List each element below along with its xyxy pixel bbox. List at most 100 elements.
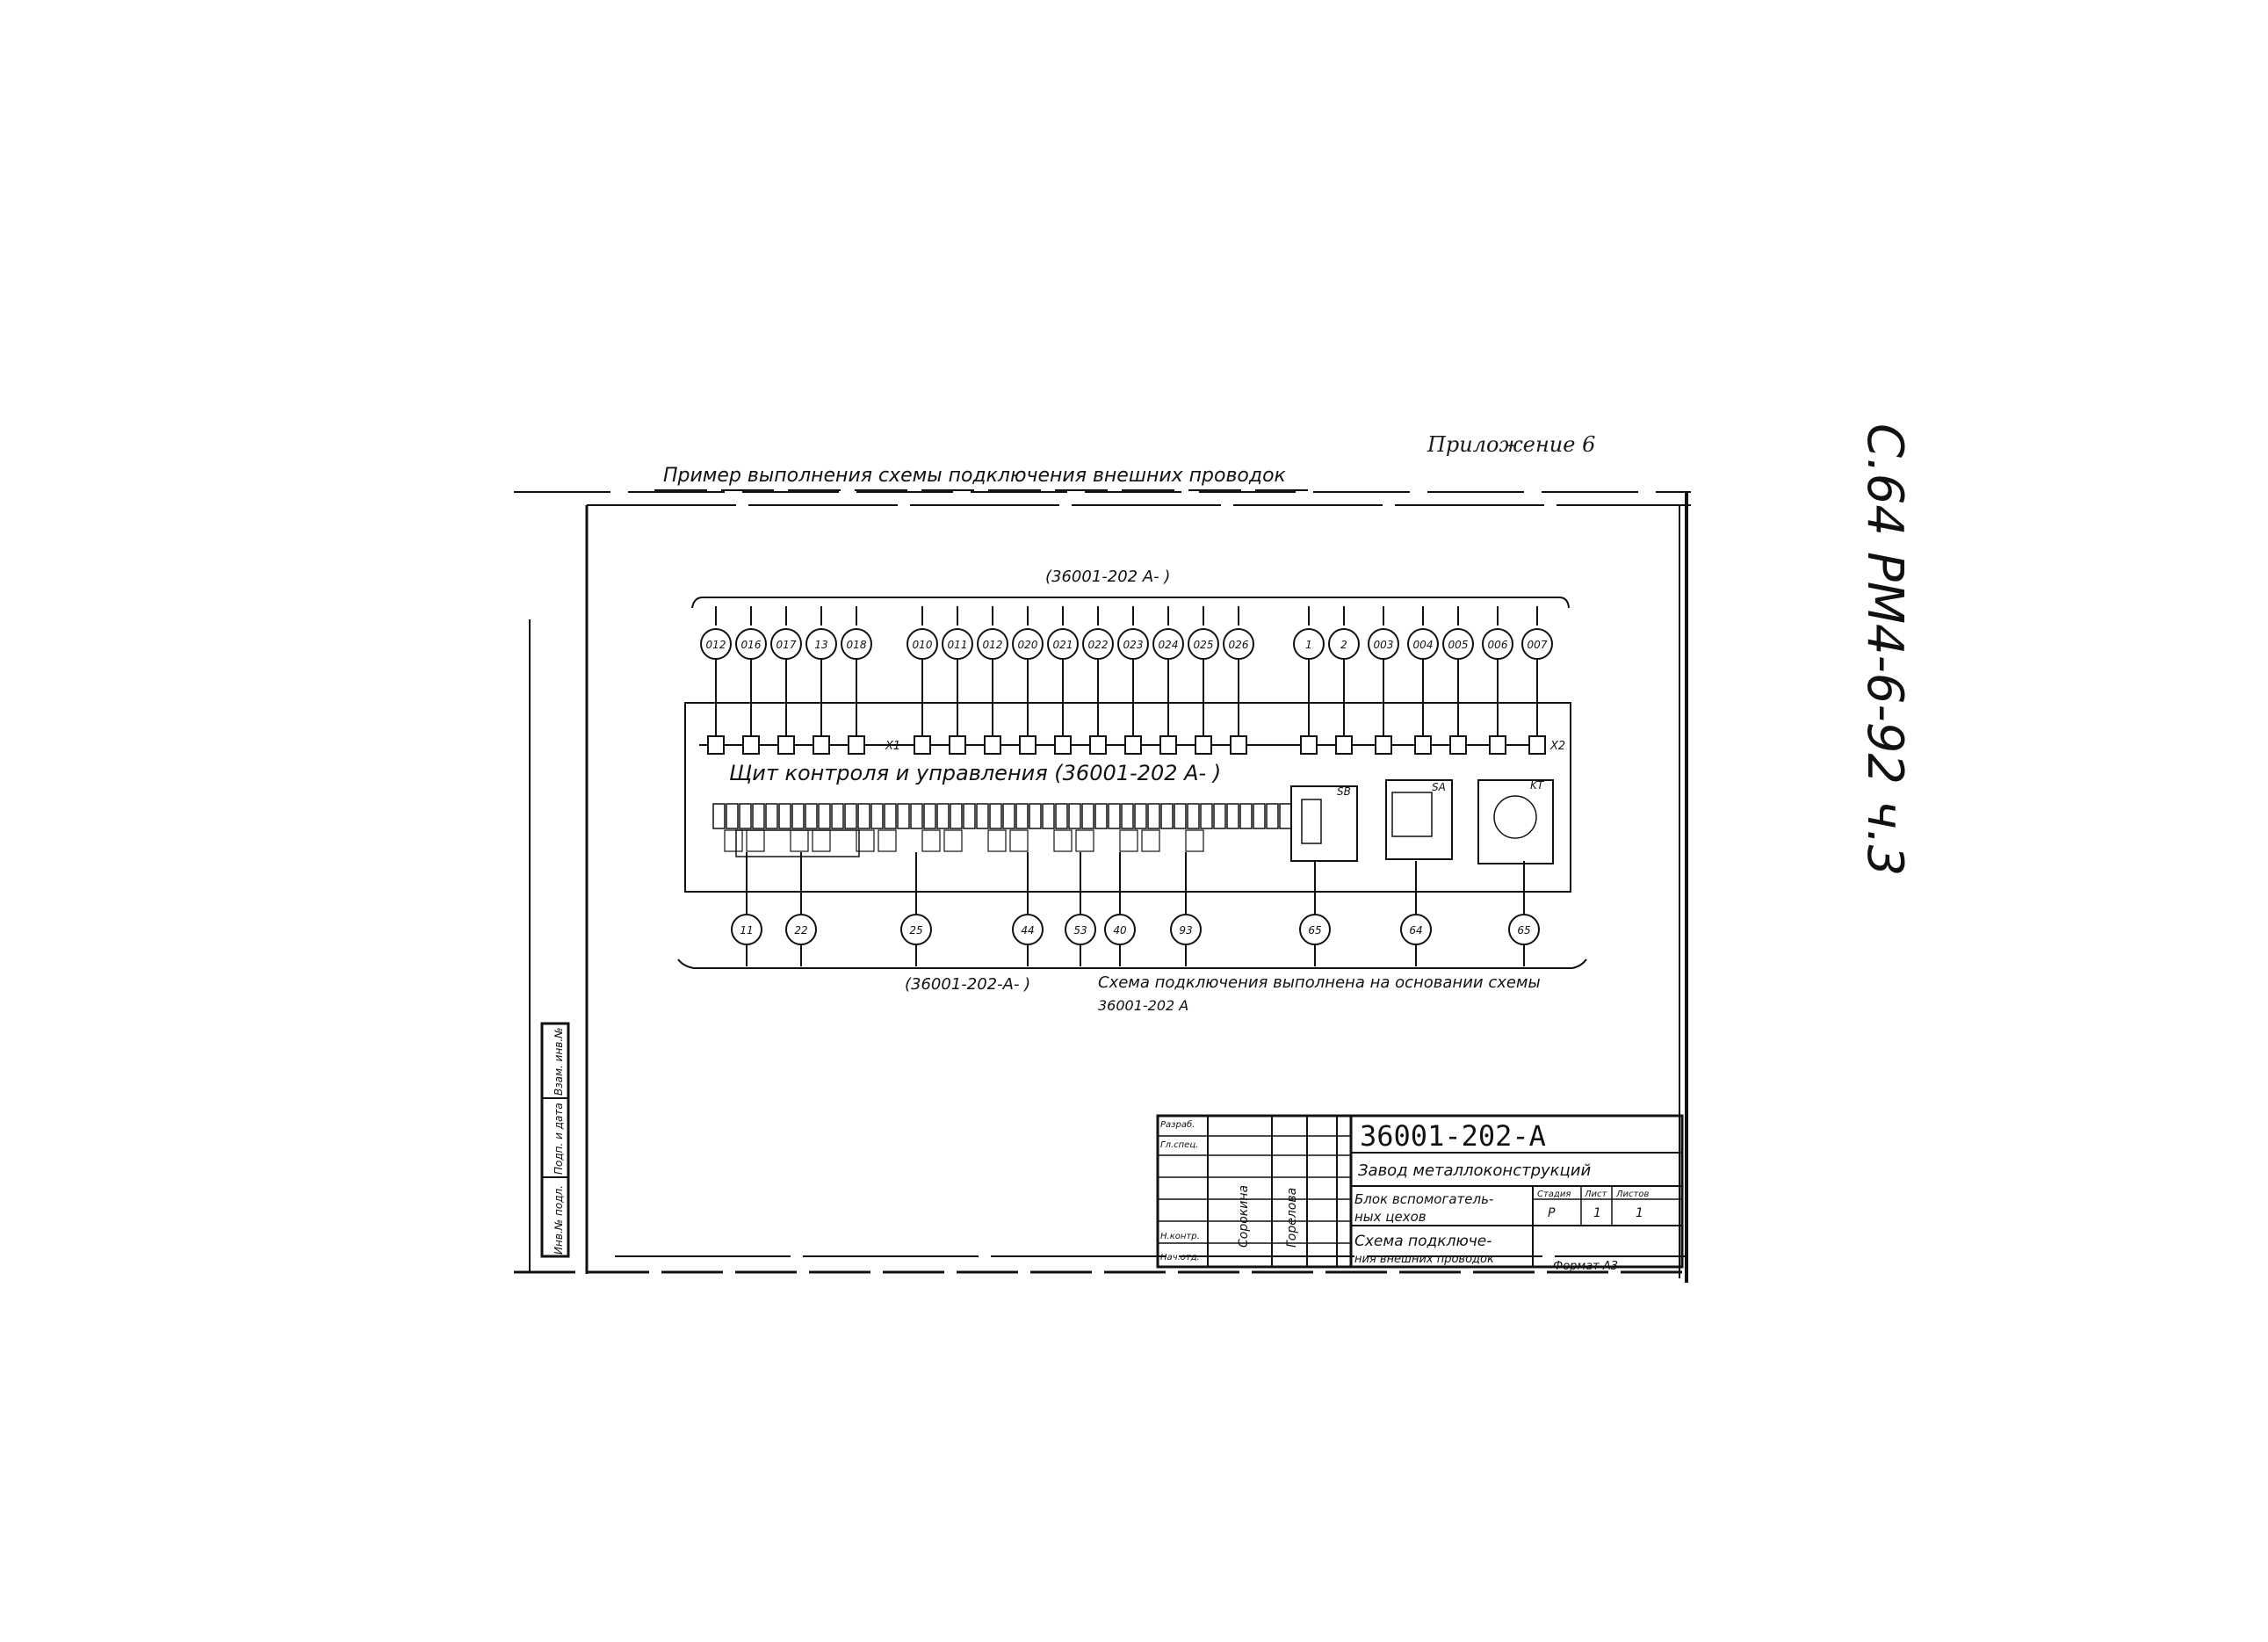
terminal	[1124, 735, 1142, 755]
terminal-cell	[976, 803, 989, 829]
circuit-marker-label: 010	[913, 639, 933, 651]
terminal-cell	[1141, 829, 1160, 852]
terminal-cell	[1108, 803, 1121, 829]
terminal-cell	[1266, 803, 1279, 829]
bottom-bracket	[677, 958, 1587, 969]
device-sa: SA	[1385, 779, 1453, 860]
circuit-marker-label: 021	[1053, 639, 1073, 651]
side-stamp-label: Инв.№ подл.	[553, 1185, 565, 1255]
device-kt: KT	[1477, 779, 1554, 864]
device-sb: SB	[1290, 785, 1358, 862]
terminal	[1528, 735, 1546, 755]
role-label: Н.контр.	[1160, 1232, 1200, 1241]
terminal	[813, 735, 830, 755]
circuit-marker-label: 024	[1159, 639, 1179, 651]
terminal-cell	[1075, 829, 1094, 852]
circuit-marker-label: 023	[1123, 639, 1144, 651]
circuit-marker-label: 007	[1528, 639, 1548, 651]
terminal-cell	[1213, 803, 1226, 829]
terminal-cell	[1119, 829, 1138, 852]
circuit-marker-label: 026	[1229, 639, 1249, 651]
terminal-cell	[778, 803, 791, 829]
terminal-cell	[805, 803, 818, 829]
control-panel	[684, 702, 1571, 893]
terminal-cell	[870, 803, 884, 829]
terminal-cell	[752, 803, 765, 829]
device-label: KT	[1530, 779, 1545, 792]
circuit-marker-label: 016	[741, 639, 762, 651]
terminal-cell	[812, 829, 831, 852]
stage-value: Р	[1548, 1206, 1556, 1220]
stage-label: Стадия	[1537, 1190, 1571, 1199]
terminal-cell	[1134, 803, 1147, 829]
terminal-cell	[884, 803, 897, 829]
format-label: Формат А3	[1553, 1260, 1618, 1273]
terminal-cell	[791, 803, 805, 829]
drawing-frame	[514, 491, 1691, 1283]
terminal-cell	[724, 829, 743, 852]
terminal-cell	[1055, 803, 1068, 829]
device-label: SB	[1337, 785, 1351, 798]
object-name-2: ных цехов	[1354, 1209, 1427, 1225]
terminal	[1159, 735, 1177, 755]
circuit-marker-label: 44	[1021, 924, 1034, 937]
terminal	[1300, 735, 1318, 755]
appendix-label: Приложение 6	[1427, 432, 1596, 457]
device-label: SA	[1432, 781, 1446, 793]
terminal-cell	[844, 803, 857, 829]
terminal-cell	[1009, 829, 1029, 852]
terminal	[1489, 735, 1506, 755]
signature: Сорокина	[1237, 1185, 1251, 1248]
terminal-cell	[856, 829, 875, 852]
circuit-marker-label: 1	[1305, 639, 1312, 651]
terminal-cell	[923, 803, 936, 829]
terminal	[707, 735, 725, 755]
circuit-marker-label: 006	[1488, 639, 1508, 651]
terminal-cell	[831, 803, 844, 829]
circuit-marker-label: 65	[1308, 924, 1321, 937]
side-stamp-label: Подп. и дата	[553, 1103, 565, 1175]
terminal	[1230, 735, 1247, 755]
circuit-marker-label: 53	[1073, 924, 1087, 937]
circuit-marker-label: 25	[909, 924, 922, 937]
terminal-cell	[910, 803, 923, 829]
terminal-cell	[963, 803, 976, 829]
sheets-label: Листов	[1615, 1190, 1649, 1199]
terminal	[777, 735, 795, 755]
terminal-row-label: Х2	[1549, 740, 1565, 753]
terminal-cell	[1068, 803, 1081, 829]
terminal-cell	[1200, 803, 1213, 829]
bottom-reference: (36001-202-А- )	[905, 975, 1030, 994]
terminal-cell	[897, 803, 910, 829]
terminal	[742, 735, 760, 755]
terminal-cell	[943, 829, 963, 852]
terminal-row-label: Х1	[885, 740, 900, 753]
terminal-cell	[857, 803, 870, 829]
terminal-cell	[1053, 829, 1073, 852]
terminal-cell	[1029, 803, 1042, 829]
terminal	[1449, 735, 1467, 755]
sheet-title-1: Схема подключе-	[1354, 1233, 1492, 1250]
terminal-cell	[1185, 829, 1204, 852]
terminal-cell	[1121, 803, 1134, 829]
role-label: Гл.спец.	[1160, 1140, 1198, 1150]
sheets-value: 1	[1636, 1206, 1643, 1220]
sheet-label: Лист	[1584, 1190, 1608, 1199]
circuit-marker-label: 64	[1409, 924, 1422, 937]
side-stamp-label: Взам. инв.№	[553, 1027, 565, 1096]
terminal-cell	[1239, 803, 1253, 829]
circuit-marker-label: 022	[1088, 639, 1109, 651]
circuit-marker-label: 2	[1340, 639, 1347, 651]
circuit-marker-label: 004	[1413, 639, 1434, 651]
role-label: Нач.отд.	[1160, 1253, 1200, 1262]
circuit-marker-label: 005	[1448, 639, 1469, 651]
circuit-marker-label: 025	[1194, 639, 1214, 651]
top-bracket	[691, 597, 1570, 609]
circuit-marker-label: 22	[794, 924, 807, 937]
terminal-cell	[987, 829, 1007, 852]
terminal-cell	[936, 803, 950, 829]
terminal	[848, 735, 865, 755]
top-reference: (36001-202 А- )	[1045, 568, 1170, 586]
terminal	[1414, 735, 1432, 755]
object-name-1: Блок вспомогатель-	[1354, 1191, 1493, 1207]
